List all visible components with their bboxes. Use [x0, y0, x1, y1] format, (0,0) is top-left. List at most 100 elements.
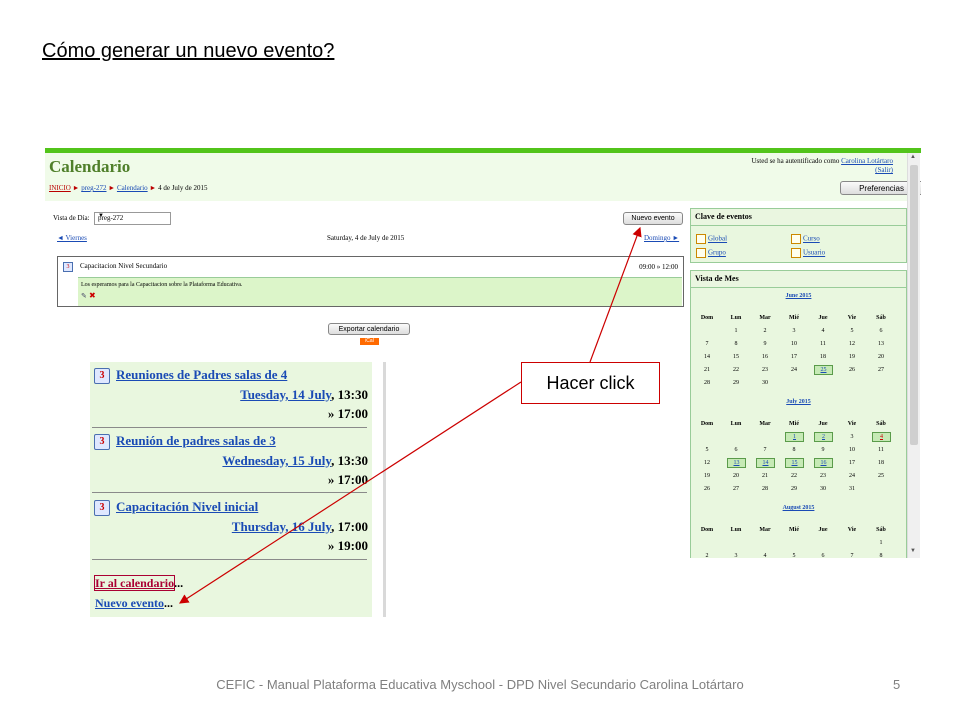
legend-panel: Clave de eventos Global Curso Grupo Usua…: [690, 208, 907, 263]
breadcrumb-current: 4 de July de 2015: [158, 184, 208, 192]
breadcrumb: INICIO ► preg-272 ► Calendario ► 4 de Ju…: [49, 184, 207, 192]
calendar-day: 18: [878, 460, 884, 466]
legend-item-global[interactable]: Global: [696, 234, 727, 244]
weekday-header: Vie: [847, 421, 857, 427]
calendar-day: 15: [733, 354, 739, 360]
weekday-header: Mié: [789, 315, 799, 321]
calendar-day: 7: [705, 341, 709, 347]
calendar-day: 6: [821, 553, 825, 558]
weekday-header: Dom: [700, 421, 714, 427]
calendar-day-event[interactable]: 4: [872, 432, 891, 442]
calendar-day: 5: [850, 328, 854, 334]
calendar-day: 21: [762, 473, 768, 479]
day-view-label: Vista de Día:: [53, 214, 90, 222]
calendar-day: 20: [878, 354, 884, 360]
legend-title: Clave de eventos: [691, 209, 906, 226]
month-link[interactable]: August 2015: [782, 505, 815, 511]
course-event-icon: 3: [94, 368, 110, 384]
breadcrumb-calendar[interactable]: Calendario: [116, 184, 148, 192]
calendar-day: 4: [763, 553, 767, 558]
goto-calendar-link[interactable]: Ir al calendario: [93, 575, 176, 591]
edit-icon[interactable]: ✎: [81, 292, 87, 300]
day-view-select[interactable]: preg-272 ▼: [94, 212, 171, 225]
legend-item-group[interactable]: Grupo: [696, 248, 726, 258]
prev-day-link[interactable]: ◄ Viernes: [57, 234, 87, 242]
month-panel-title: Vista de Mes: [691, 271, 906, 288]
weekday-header: Vie: [847, 527, 857, 533]
export-calendar-button[interactable]: Exportar calendario: [328, 323, 410, 335]
scroll-up-icon[interactable]: ▲: [910, 154, 916, 160]
weekday-header: Mar: [759, 315, 771, 321]
calendar-day: 8: [879, 553, 883, 558]
upcoming-event-name[interactable]: Capacitación Nivel inicial: [116, 499, 259, 514]
scrollbar[interactable]: ▲ ▼: [907, 153, 920, 558]
calendar-day: [752, 538, 778, 548]
calendar-day: 20: [733, 473, 739, 479]
calendar-day-event[interactable]: 2: [814, 432, 833, 442]
legend-item-course[interactable]: Curso: [791, 234, 820, 244]
calendar-day: 24: [791, 367, 797, 373]
calendar-day: 1: [734, 328, 738, 334]
breadcrumb-separator-icon: ►: [72, 184, 80, 192]
ical-badge[interactable]: iCal: [360, 338, 379, 345]
week-row: 1: [694, 538, 904, 548]
weekday-header: Mar: [759, 421, 771, 427]
breadcrumb-home[interactable]: INICIO: [49, 184, 71, 192]
calendar-day-event[interactable]: 13: [727, 458, 746, 468]
weekday-header: Lun: [730, 315, 742, 321]
upcoming-event-name[interactable]: Reuniones de Padres salas de 4: [116, 367, 288, 382]
event-description-text: Los esperamos para la Capacitacion sobre…: [81, 282, 243, 288]
upcoming-event: 3 Capacitación Nivel inicial Thursday, 1…: [90, 494, 372, 558]
breadcrumb-course[interactable]: preg-272: [81, 184, 107, 192]
calendar-day-event[interactable]: 1: [785, 432, 804, 442]
calendar-day-event[interactable]: 25: [814, 365, 833, 375]
event-description: Los esperamos para la Capacitacion sobre…: [78, 277, 682, 306]
upcoming-events-panel: 3 Reuniones de Padres salas de 4 Tuesday…: [90, 362, 372, 617]
global-event-icon: [696, 234, 706, 244]
calendar-day: 29: [791, 486, 797, 492]
upcoming-event-date: Wednesday, 15 July, 13:30: [222, 453, 368, 468]
legend-item-user[interactable]: Usuario: [791, 248, 825, 258]
calendar-day: 22: [733, 367, 739, 373]
calendar-day-event[interactable]: 15: [785, 458, 804, 468]
divider: [92, 559, 367, 560]
scroll-down-icon[interactable]: ▼: [910, 548, 916, 554]
month-link[interactable]: July 2015: [786, 399, 811, 405]
calendar-day-event[interactable]: 14: [756, 458, 775, 468]
calendar-day: 27: [733, 486, 739, 492]
delete-icon[interactable]: ✖: [89, 291, 96, 300]
weekday-header: Dom: [700, 315, 714, 321]
upcoming-event-name[interactable]: Reunión de padres salas de 3: [116, 433, 276, 448]
calendar-day: [868, 378, 894, 388]
new-event-link[interactable]: Nuevo evento: [95, 596, 164, 610]
scrollbar-thumb[interactable]: [910, 165, 918, 445]
calendar-day: 8: [792, 447, 796, 453]
calendar-day: 14: [704, 354, 710, 360]
calendar-day: 1: [879, 540, 883, 546]
month-link[interactable]: June 2015: [785, 293, 812, 299]
course-event-icon: 3: [63, 262, 73, 272]
user-link[interactable]: Carolina Lotártaro: [841, 157, 893, 165]
weekday-header: Jue: [818, 421, 828, 427]
calendar-day: [723, 538, 749, 548]
weekday-header: Mar: [759, 527, 771, 533]
logout-link[interactable]: (Salir): [875, 166, 893, 174]
calendar-day: 19: [704, 473, 710, 479]
slide-title: Cómo generar un nuevo evento?: [42, 40, 335, 62]
weekday-header: Sáb: [876, 421, 886, 427]
upcoming-event-end: » 17:00: [327, 472, 368, 487]
course-event-icon: 3: [94, 434, 110, 450]
calendar-day: [781, 378, 807, 388]
upcoming-event: 3 Reuniones de Padres salas de 4 Tuesday…: [90, 362, 372, 426]
new-event-button[interactable]: Nuevo evento: [623, 212, 683, 225]
calendar-day-event[interactable]: 16: [814, 458, 833, 468]
calendar-day: [839, 538, 865, 548]
preferences-button[interactable]: Preferencias ...: [840, 181, 921, 195]
next-day-link[interactable]: Domingo ►: [644, 234, 680, 242]
calendar-day: 11: [820, 341, 826, 347]
calendar-day: 6: [734, 447, 738, 453]
